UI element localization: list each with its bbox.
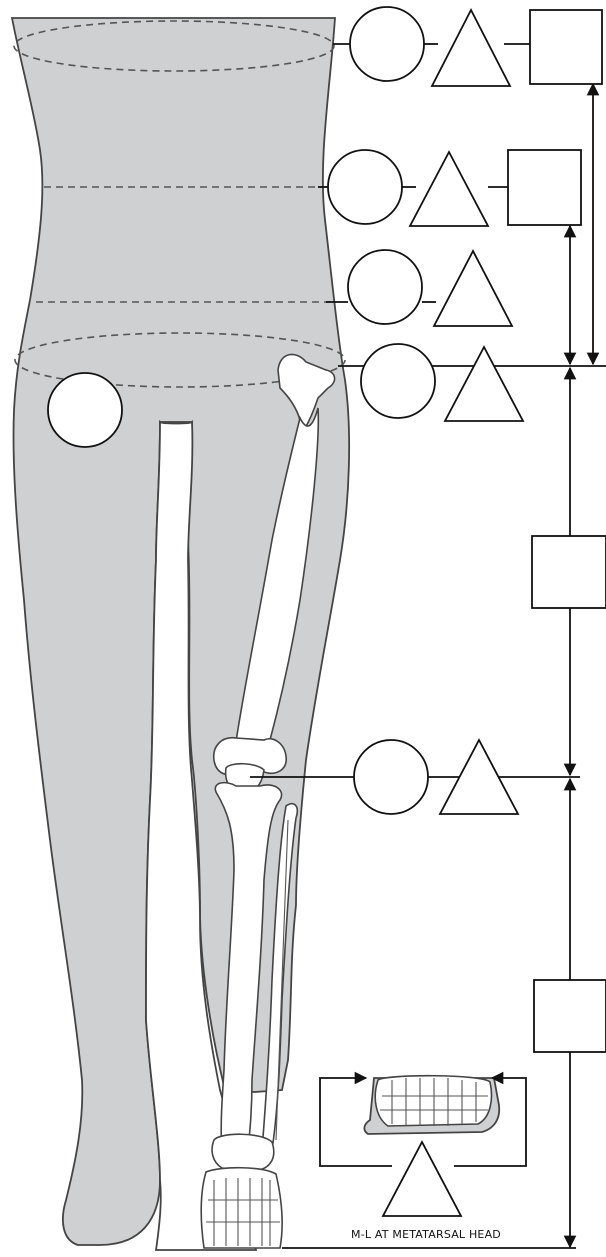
upper-hip-circumference-circle [328,150,402,224]
crotch-circumference-circle [361,344,435,418]
crotch-width-triangle [445,347,523,421]
lower-hip-circumference-circle [348,250,422,324]
waist-depth-square [530,10,602,84]
upper-hip-depth-square [508,150,581,225]
lower-hip-width-triangle [434,251,512,326]
lower-leg-length-square [534,980,606,1052]
thigh-circle-marker [48,373,122,447]
thigh-length-square [532,536,606,608]
waist-width-triangle [432,10,510,86]
metatarsal-caption: M-L AT METATARSAL HEAD [351,1228,501,1241]
waist-circumference-circle [350,7,424,81]
knee-circumference-circle [354,740,428,814]
foot-inset [364,1076,499,1134]
upper-hip-width-triangle [410,152,488,226]
metatarsal-width-triangle [383,1142,461,1216]
